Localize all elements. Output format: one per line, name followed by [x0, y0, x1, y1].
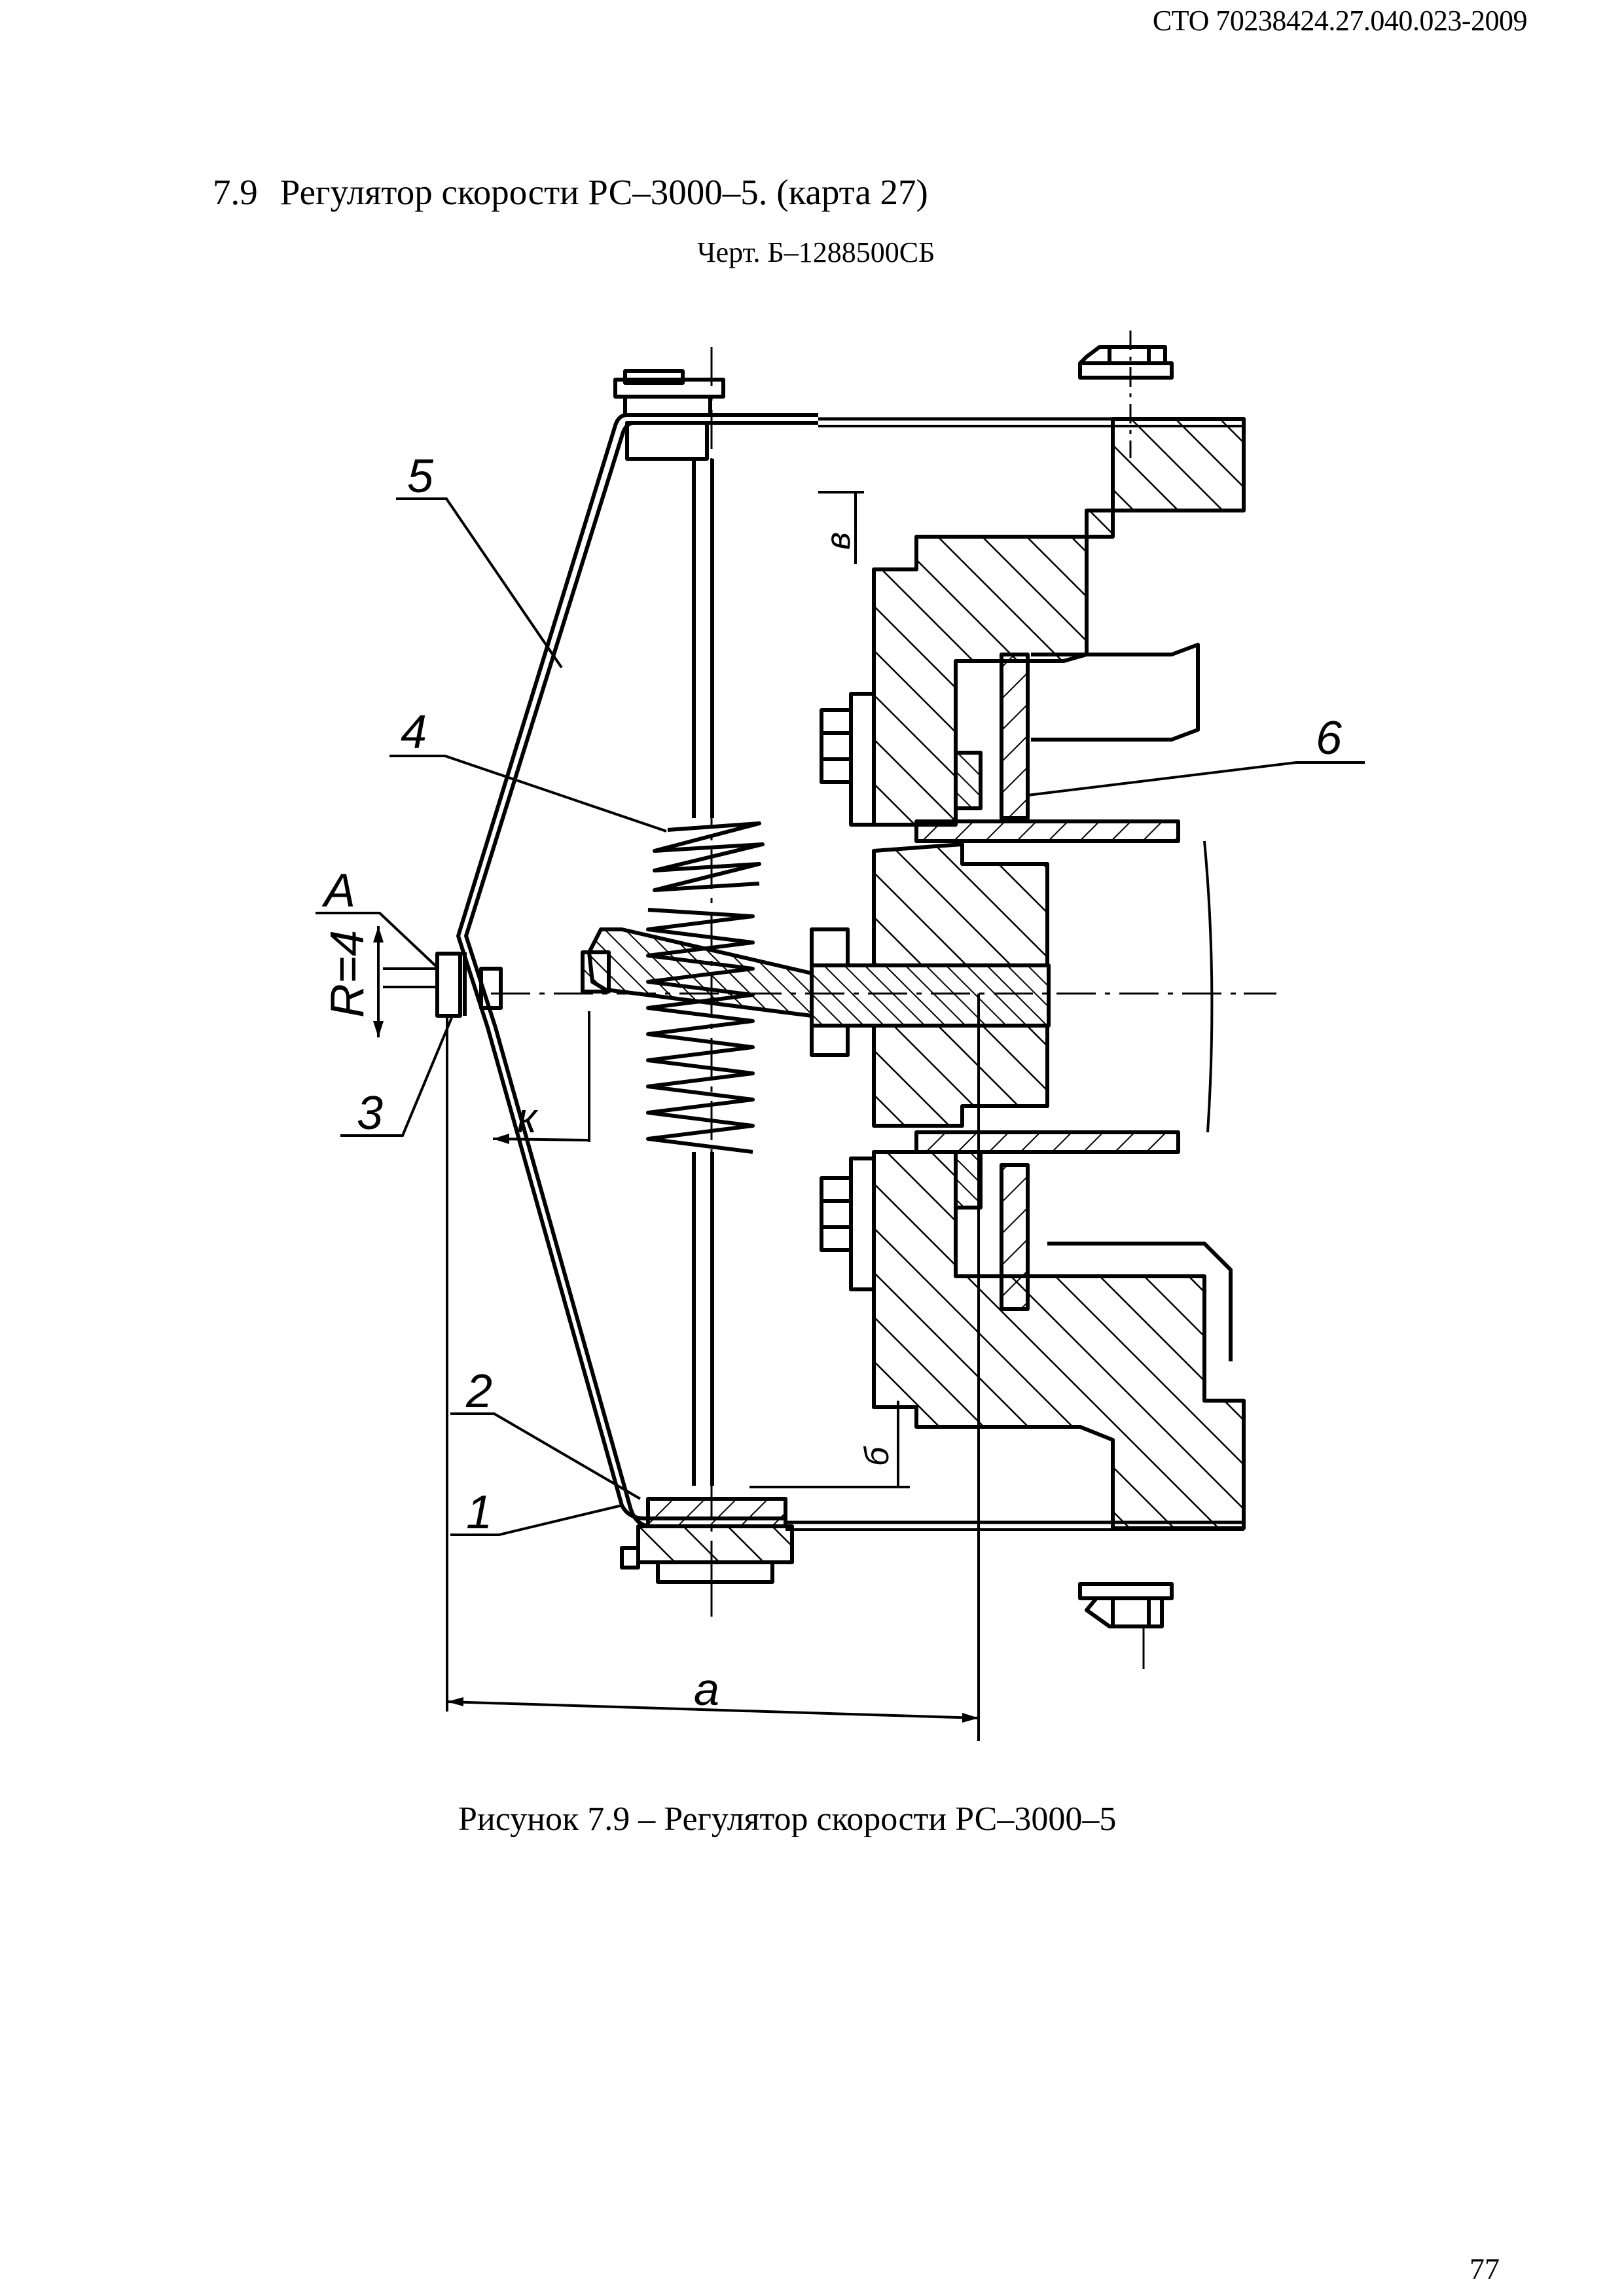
upper-housing	[872, 417, 1246, 827]
page-number: 77	[1470, 2252, 1500, 2286]
coil-spring	[646, 821, 765, 1154]
lower-housing	[872, 1150, 1246, 1530]
callout-1: 1	[466, 1486, 492, 1539]
left-bolts	[820, 692, 876, 1291]
pivot-3	[435, 952, 503, 1018]
leader-3	[340, 1017, 453, 1137]
callout-A: A	[321, 865, 355, 917]
leader-2	[450, 1412, 641, 1500]
leader-5	[396, 497, 563, 669]
right-shaft	[1203, 840, 1214, 1133]
leader-A	[316, 912, 439, 969]
dim-b-bottom: б	[858, 1446, 896, 1466]
weight-block	[587, 927, 814, 1018]
callout-6: 6	[1316, 712, 1343, 764]
gear-6-lower	[1000, 1163, 1030, 1311]
leader-4	[389, 755, 667, 833]
rod	[692, 459, 714, 1486]
callout-3: 3	[357, 1087, 383, 1139]
dim-radius: R=4	[321, 930, 374, 1018]
dim-a: а	[694, 1664, 719, 1715]
central-shaft	[810, 963, 1051, 1028]
callout-5: 5	[407, 450, 434, 503]
bottom-nut	[620, 1497, 794, 1617]
dim-k: к	[517, 1094, 539, 1141]
bottom-right-bolt	[1078, 1582, 1174, 1669]
figure-caption: Рисунок 7.9 – Регулятор скорости РС–3000…	[458, 1801, 1117, 1838]
gear-6-upper	[1000, 653, 1030, 820]
leader-6	[1027, 761, 1365, 797]
top-right-bolt	[1078, 331, 1174, 458]
document-code: СТО 70238424.27.040.023-2009	[1152, 5, 1528, 37]
dim-a-line	[446, 1700, 979, 1719]
section-heading: 7.9 Регулятор скорости РС–3000–5. (карта …	[213, 171, 928, 213]
leader-1	[450, 1504, 623, 1536]
drawing-reference: Черт. Б–1288500СБ	[697, 236, 935, 268]
dim-b-top: в	[820, 532, 857, 550]
main-body	[872, 842, 1049, 967]
callout-4: 4	[401, 706, 427, 759]
section-number: 7.9	[213, 172, 258, 212]
callout-2: 2	[465, 1365, 492, 1418]
section-title: Регулятор скорости РС–3000–5. (карта 27)	[280, 172, 928, 212]
